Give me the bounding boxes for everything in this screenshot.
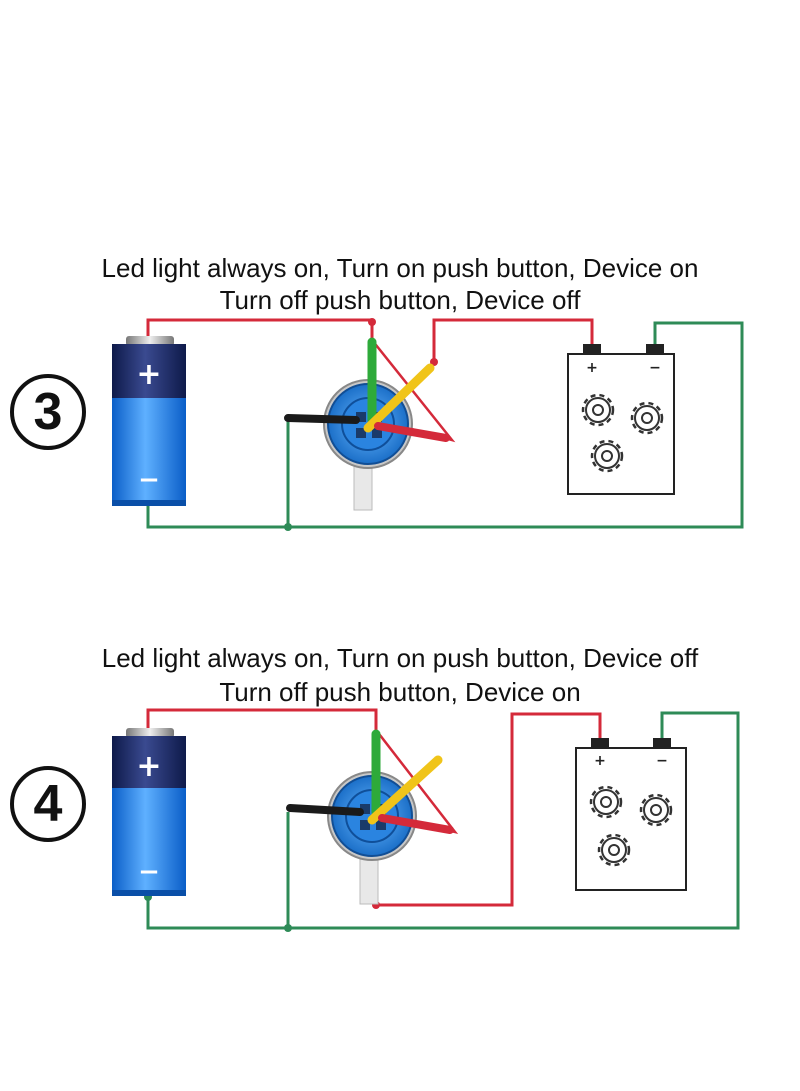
diagram-4: + − + − (112, 708, 740, 932)
battery-negative-sign: − (138, 857, 160, 887)
wire-red-led (374, 422, 450, 442)
wire-yellow (367, 755, 443, 825)
wire-red-switch-to-device (432, 318, 594, 362)
diagram-4-number-badge: 4 (10, 766, 86, 842)
junction-dot (368, 318, 376, 326)
device: + − (567, 344, 675, 495)
push-button-switch (286, 729, 454, 905)
wire-black (286, 804, 364, 816)
wire-green-ground (146, 321, 744, 529)
push-button-switch (284, 337, 450, 511)
diagram-3-number-badge: 3 (10, 374, 86, 450)
device-positive-sign: + (594, 753, 606, 769)
device: + − (575, 738, 687, 891)
battery-positive-sign: + (136, 357, 161, 392)
junction-dot (284, 523, 292, 531)
wire-red-switch-to-device (376, 712, 602, 907)
diagram-3-caption-line2: Turn off push button, Device off (219, 285, 581, 315)
battery-positive-sign: + (136, 749, 161, 784)
wire-green-ground (146, 711, 740, 930)
wire-yellow (363, 363, 435, 433)
device-positive-sign: + (586, 360, 598, 376)
wire-red-led (378, 814, 454, 834)
diagram-4-caption-line2: Turn off push button, Device on (219, 677, 581, 707)
wire-black (284, 414, 360, 424)
diagram-3: + − + − (112, 318, 744, 531)
device-negative-sign: − (656, 753, 668, 769)
battery: + − (112, 336, 186, 506)
device-negative-sign: − (649, 360, 661, 376)
junction-dot (284, 924, 292, 932)
diagram-3-caption-line1: Led light always on, Turn on push button… (101, 253, 699, 283)
diagram-4-caption-line1: Led light always on, Turn on push button… (101, 643, 699, 673)
battery: + − (112, 728, 186, 896)
battery-negative-sign: − (138, 465, 160, 495)
